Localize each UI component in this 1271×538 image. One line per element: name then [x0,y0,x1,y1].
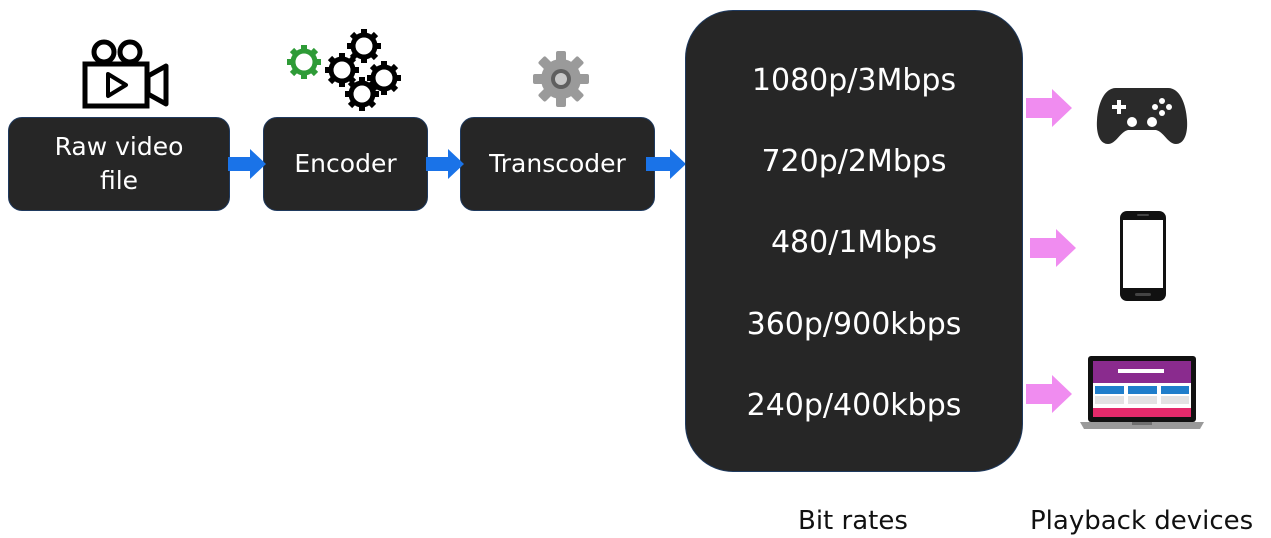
transcoder-label: Transcoder [489,149,626,178]
gears-icon [282,26,410,114]
bit-rate-480: 480/1Mbps [770,225,938,260]
bit-rate-360p: 360p/900kbps [746,307,962,342]
bit-rates-box: 1080p/3Mbps 720p/2Mbps 480/1Mbps 360p/90… [685,10,1023,472]
device-arrow-phone [1030,229,1076,267]
bit-rate-720p: 720p/2Mbps [761,144,947,179]
device-arrow-laptop [1026,375,1072,413]
flow-arrow-1 [228,149,266,179]
flow-arrow-3 [646,149,686,179]
playback-devices-caption: Playback devices [1030,506,1254,536]
video-camera-icon [82,39,169,109]
bit-rate-240p: 240p/400kbps [746,388,962,423]
bit-rate-1080p: 1080p/3Mbps [751,63,957,98]
cog-icon [533,51,589,107]
raw-video-file-box: Raw video file [8,117,230,211]
smartphone-icon [1120,211,1166,301]
device-arrow-controller [1026,89,1072,127]
encoder-label: Encoder [294,149,397,178]
transcoder-box: Transcoder [460,117,655,211]
raw-video-file-label: Raw video file [54,132,184,195]
laptop-icon [1080,356,1204,429]
game-controller-icon [1096,88,1188,144]
encoder-box: Encoder [263,117,428,211]
flow-arrow-2 [426,149,464,179]
bit-rates-caption: Bit rates [798,506,908,536]
